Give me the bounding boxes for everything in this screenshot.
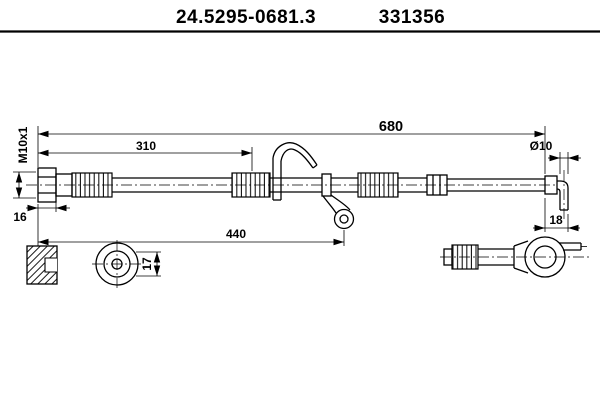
dimension-680-label: 680 bbox=[379, 119, 403, 135]
hose-end-bottom-view bbox=[443, 236, 587, 278]
dimension-17-label: 17 bbox=[140, 257, 154, 271]
fitting-end-view bbox=[95, 242, 139, 286]
corrugation-4 bbox=[451, 244, 479, 270]
dimension-17: 17 bbox=[136, 251, 161, 277]
end-view-outer-circle bbox=[95, 242, 139, 286]
corrugation-3 bbox=[357, 172, 399, 198]
end-sleeve-and-elbow bbox=[544, 175, 569, 211]
dimension-16-label: 16 bbox=[13, 210, 27, 224]
eyelet-outer bbox=[524, 236, 566, 278]
dimension-18: 18 bbox=[533, 198, 580, 232]
spring-clip bbox=[272, 142, 318, 201]
dimension-diameter: Ø10 bbox=[530, 139, 581, 174]
part-number: 24.5295-0681.3 bbox=[176, 7, 316, 28]
dimension-310: 310 bbox=[38, 139, 253, 171]
dimension-440: 440 bbox=[37, 204, 345, 246]
dimension-310-label: 310 bbox=[136, 139, 156, 153]
dimension-thread: M10x1 bbox=[13, 126, 36, 199]
dimension-16: 16 bbox=[13, 198, 70, 224]
clamp-band bbox=[321, 173, 332, 197]
mounting-bracket bbox=[322, 194, 355, 230]
eyelet-inner bbox=[533, 245, 557, 269]
dimensions: 680 310 440 16 M10x1 bbox=[13, 119, 581, 277]
end-view-middle-circle bbox=[103, 250, 131, 278]
hose-side-view bbox=[37, 142, 569, 230]
corrugation-2 bbox=[231, 172, 271, 198]
dimension-18-label: 18 bbox=[549, 213, 563, 227]
hose-tube bbox=[112, 177, 545, 193]
reference-number: 331356 bbox=[379, 7, 445, 28]
bracket-tab bbox=[333, 208, 355, 230]
header: 24.5295-0681.3 331356 bbox=[0, 7, 600, 33]
corrugation-1 bbox=[71, 172, 113, 198]
section-bore bbox=[44, 257, 57, 273]
crimp-collar bbox=[426, 174, 448, 196]
thread-spec-label: M10x1 bbox=[16, 126, 30, 163]
fitting-section-view bbox=[26, 245, 58, 285]
pipe-diameter-label: Ø10 bbox=[530, 139, 553, 153]
end-view-inner-circle bbox=[111, 258, 123, 270]
dimension-680: 680 bbox=[37, 119, 546, 174]
bracket-hole bbox=[339, 214, 349, 224]
dimension-440-label: 440 bbox=[226, 227, 246, 241]
